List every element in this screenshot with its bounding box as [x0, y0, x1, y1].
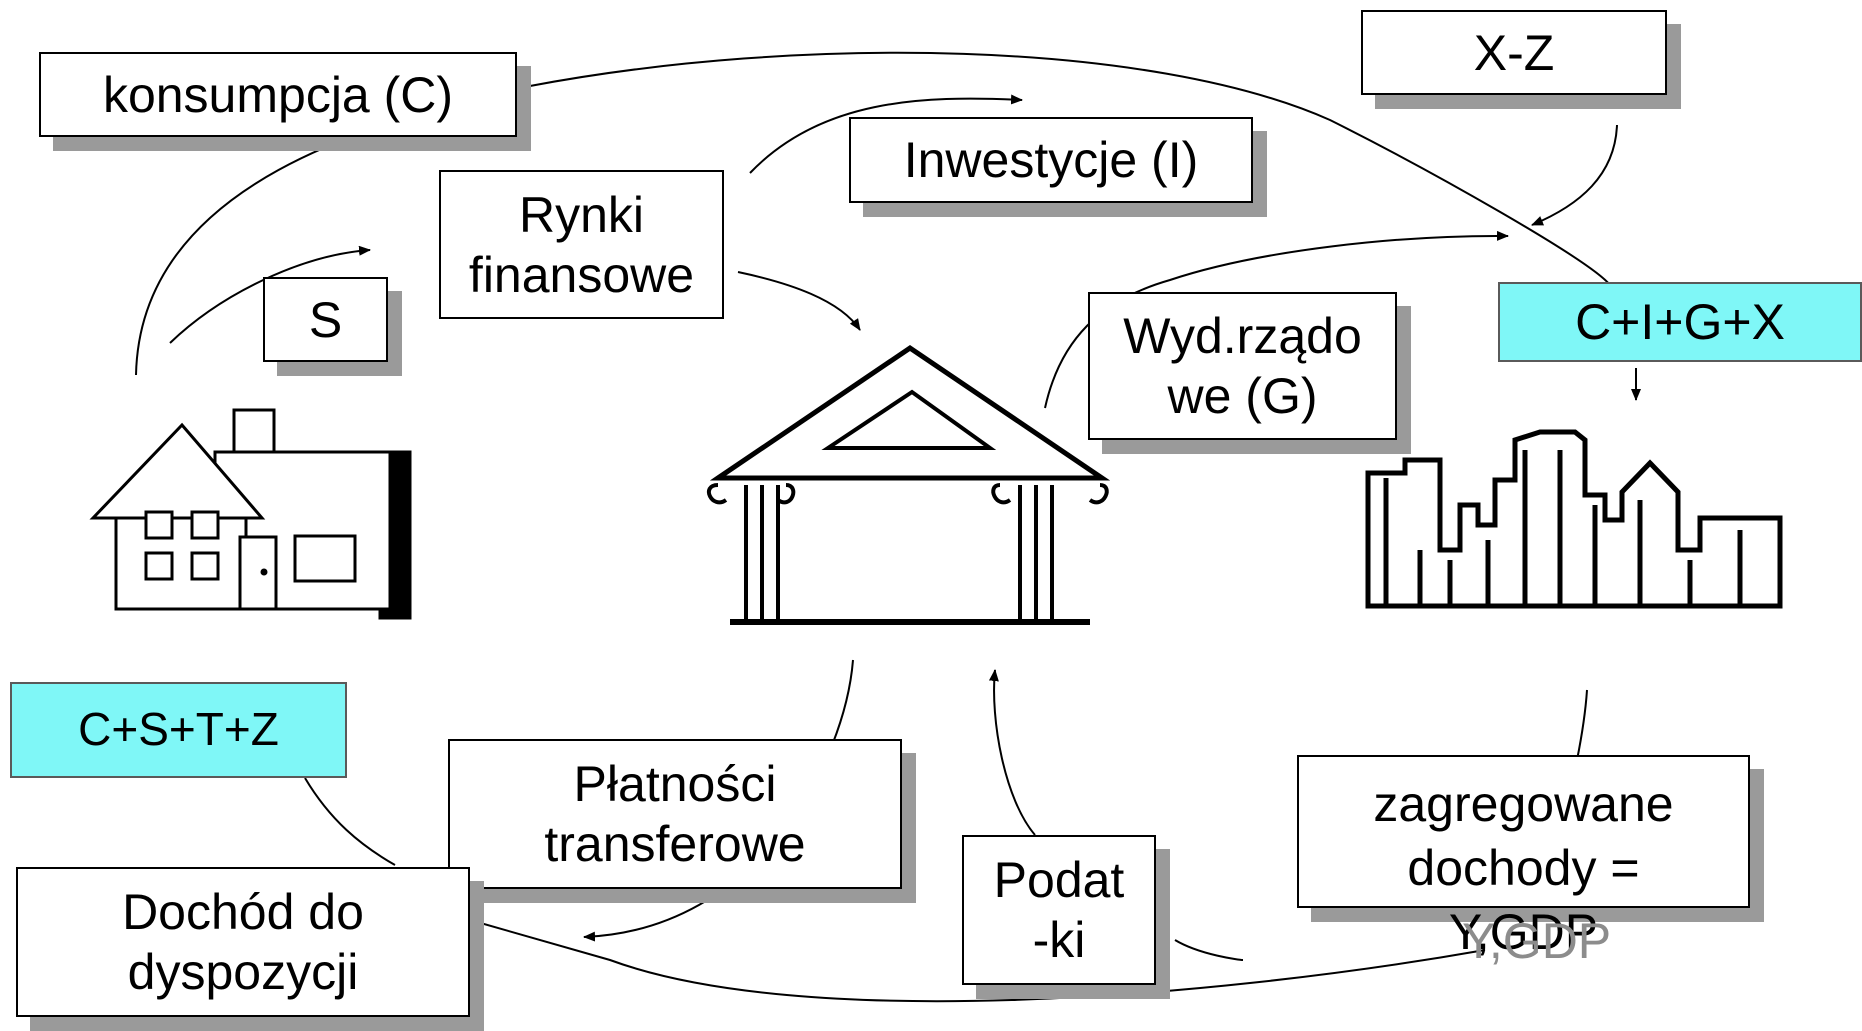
transfer-payments-label: Płatności transferowe: [544, 756, 806, 872]
disposable-income-label: Dochód do dyspozycji: [122, 884, 364, 1000]
exports-minus-imports-label: X-Z: [1473, 24, 1555, 81]
arrow-government-to-firms: [1044, 230, 1509, 409]
aggregate-income-box: zagregowane dochody = Y,GDP: [1297, 755, 1750, 960]
investment-label: Inwestycje (I): [903, 132, 1199, 188]
income-uses-box: C+S+T+Z: [10, 682, 347, 778]
investment-box: Inwestycje (I): [849, 117, 1253, 203]
exports-minus-imports-box: X-Z: [1361, 10, 1667, 95]
financial-markets-label: Rynki finansowe: [468, 186, 695, 303]
consumption-box: konsumpcja (C): [39, 52, 517, 137]
income-uses-label: C+S+T+Z: [78, 703, 279, 756]
government-spending-box: Wyd.rządo we (G): [1088, 292, 1397, 440]
bank-icon: [706, 344, 1111, 625]
line-income-to-taxes: [1174, 939, 1244, 961]
aggregate-income-label: zagregowane dochody = Y,GDP: [1373, 776, 1674, 960]
city-skyline-icon: [1365, 429, 1783, 609]
aggregate-demand-box: C+I+G+X: [1498, 282, 1862, 362]
gdp-overlay-text: Y,GDP: [1462, 913, 1612, 969]
consumption-label: konsumpcja (C): [102, 66, 454, 123]
line-cstz-to-income: [304, 777, 396, 866]
savings-label: S: [308, 291, 343, 348]
financial-markets-box: Rynki finansowe: [439, 170, 724, 319]
arrow-markets-to-investment: [749, 94, 1023, 174]
arrow-markets-to-firms: [737, 271, 861, 331]
taxes-label: Podat -ki: [993, 852, 1125, 968]
disposable-income-box: Dochód do dyspozycji: [16, 867, 470, 1017]
aggregate-demand-label: C+I+G+X: [1575, 294, 1785, 350]
taxes-box: Podat -ki: [962, 835, 1156, 985]
arrow-xz-to-firms: [1531, 124, 1618, 226]
flow-arrows: [169, 94, 1641, 961]
transfer-payments-box: Płatności transferowe: [448, 739, 902, 889]
government-spending-label: Wyd.rządo we (G): [1123, 308, 1362, 424]
savings-box: S: [263, 277, 388, 362]
arrow-taxes-to-government: [988, 669, 1036, 836]
house-icon: [89, 408, 412, 620]
arrow-s-to-markets: [169, 245, 371, 344]
